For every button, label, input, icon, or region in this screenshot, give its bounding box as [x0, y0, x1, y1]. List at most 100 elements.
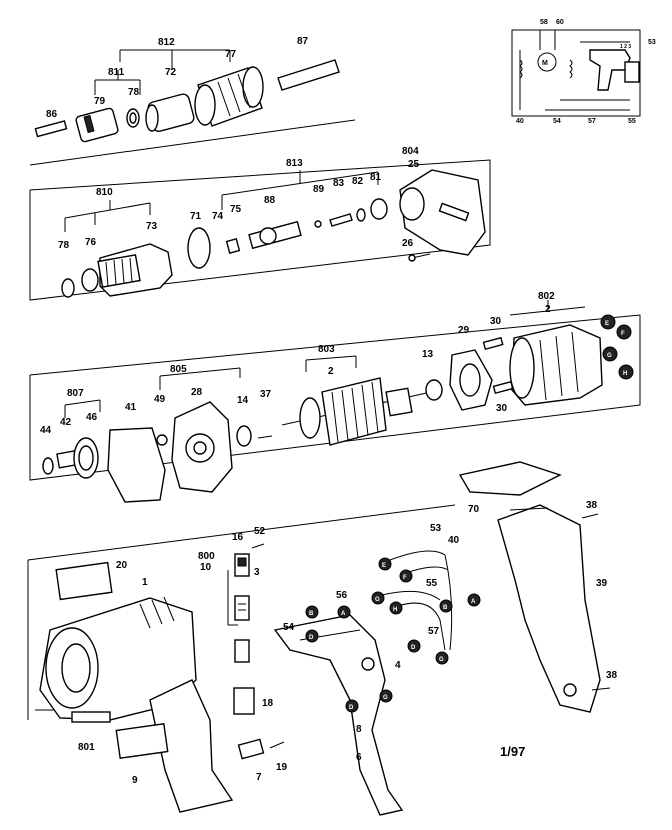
- footer-date: 1/97: [500, 744, 525, 759]
- label-28: 28: [191, 387, 203, 398]
- schem-label-53: 53: [648, 39, 656, 46]
- label-89: 89: [313, 184, 325, 195]
- wire-marker-D-1: D: [305, 629, 319, 643]
- label-30-top: 30: [490, 316, 502, 327]
- label-19: 19: [276, 762, 288, 773]
- schem-label-54: 54: [553, 118, 561, 125]
- label-29: 29: [458, 325, 470, 336]
- label-30-bottom: 30: [496, 403, 508, 414]
- label-78-top: 78: [128, 87, 140, 98]
- label-81: 81: [370, 172, 382, 183]
- section-frame-4: [27, 504, 456, 561]
- part-number-labels: 812 77 87 811 72 79 78 86 813 804 25 810…: [40, 19, 656, 786]
- label-9: 9: [132, 775, 138, 786]
- wire-marker-A-1: A: [337, 605, 351, 619]
- label-77: 77: [225, 49, 237, 60]
- label-38-top: 38: [586, 500, 598, 511]
- label-14: 14: [237, 395, 249, 406]
- schem-label-40: 40: [516, 118, 524, 125]
- schem-label-60: 60: [556, 19, 564, 26]
- svg-text:H: H: [623, 371, 627, 377]
- svg-text:G: G: [439, 657, 444, 663]
- label-16: 16: [232, 532, 244, 543]
- label-6: 6: [356, 752, 362, 763]
- label-88: 88: [264, 195, 276, 206]
- wire-marker-E-2: E: [378, 557, 392, 571]
- wire-marker-G-3: G: [371, 591, 385, 605]
- wire-marker-B-2: B: [439, 599, 453, 613]
- label-54: 54: [283, 622, 295, 633]
- wire-marker-H-2: H: [389, 601, 403, 615]
- label-79: 79: [94, 96, 106, 107]
- chuck-assembly: [34, 49, 340, 143]
- schem-label-123: 1 2 3: [620, 44, 631, 50]
- schem-label-57: 57: [588, 118, 596, 125]
- label-811: 811: [108, 67, 125, 78]
- schem-label-58: 58: [540, 19, 548, 26]
- label-52: 52: [254, 526, 266, 537]
- label-2-armature: 2: [328, 366, 334, 377]
- label-55: 55: [426, 578, 438, 589]
- svg-text:E: E: [382, 563, 386, 569]
- wire-marker-G-4: G: [435, 651, 449, 665]
- label-75: 75: [230, 204, 242, 215]
- label-78-mid: 78: [58, 240, 70, 251]
- svg-text:E: E: [605, 321, 609, 327]
- label-83: 83: [333, 178, 345, 189]
- svg-text:A: A: [471, 599, 476, 605]
- wiring-schematic: M: [511, 29, 641, 117]
- label-802: 802: [538, 291, 555, 302]
- wire-marker-D-3: D: [407, 639, 421, 653]
- svg-text:D: D: [309, 635, 314, 641]
- label-805: 805: [170, 364, 187, 375]
- wire-marker-E-stator: E: [600, 314, 616, 330]
- label-57: 57: [428, 626, 440, 637]
- label-20: 20: [116, 560, 128, 571]
- label-87: 87: [297, 36, 309, 47]
- svg-text:F: F: [403, 575, 407, 581]
- wire-marker-F-stator: F: [616, 324, 632, 340]
- label-44: 44: [40, 425, 52, 436]
- svg-text:B: B: [309, 611, 314, 617]
- label-49: 49: [154, 394, 166, 405]
- label-53: 53: [430, 523, 442, 534]
- label-76: 76: [85, 237, 97, 248]
- wire-marker-H-stator: H: [618, 364, 634, 380]
- label-4: 4: [395, 660, 401, 671]
- label-71: 71: [190, 211, 202, 222]
- wire-marker-G-stator: G: [602, 346, 618, 362]
- svg-text:B: B: [443, 605, 448, 611]
- label-813: 813: [286, 158, 303, 169]
- housing-assembly: A B D D G E F G H D G B A: [39, 461, 611, 816]
- section-frame-3: [29, 314, 641, 481]
- wire-marker-A-2: A: [467, 593, 481, 607]
- label-41: 41: [125, 402, 137, 413]
- svg-text:D: D: [411, 645, 416, 651]
- wire-marker-B-1: B: [305, 605, 319, 619]
- label-803: 803: [318, 344, 335, 355]
- schem-label-55: 55: [628, 118, 636, 125]
- svg-text:M: M: [542, 60, 548, 67]
- svg-text:H: H: [393, 607, 397, 613]
- label-70: 70: [468, 504, 480, 515]
- svg-text:A: A: [341, 611, 346, 617]
- label-812: 812: [158, 37, 175, 48]
- label-7: 7: [256, 772, 262, 783]
- svg-text:G: G: [607, 353, 612, 359]
- label-46: 46: [86, 412, 98, 423]
- label-39: 39: [596, 578, 608, 589]
- label-42: 42: [60, 417, 72, 428]
- label-26: 26: [402, 238, 414, 249]
- svg-text:G: G: [383, 695, 388, 701]
- label-2-stator: 2: [545, 304, 551, 315]
- label-810: 810: [96, 187, 113, 198]
- label-37: 37: [260, 389, 272, 400]
- svg-text:G: G: [375, 597, 380, 603]
- label-18: 18: [262, 698, 274, 709]
- label-38-bottom: 38: [606, 670, 618, 681]
- label-74: 74: [212, 211, 224, 222]
- wire-marker-F-2: F: [399, 569, 413, 583]
- label-56: 56: [336, 590, 348, 601]
- label-73: 73: [146, 221, 158, 232]
